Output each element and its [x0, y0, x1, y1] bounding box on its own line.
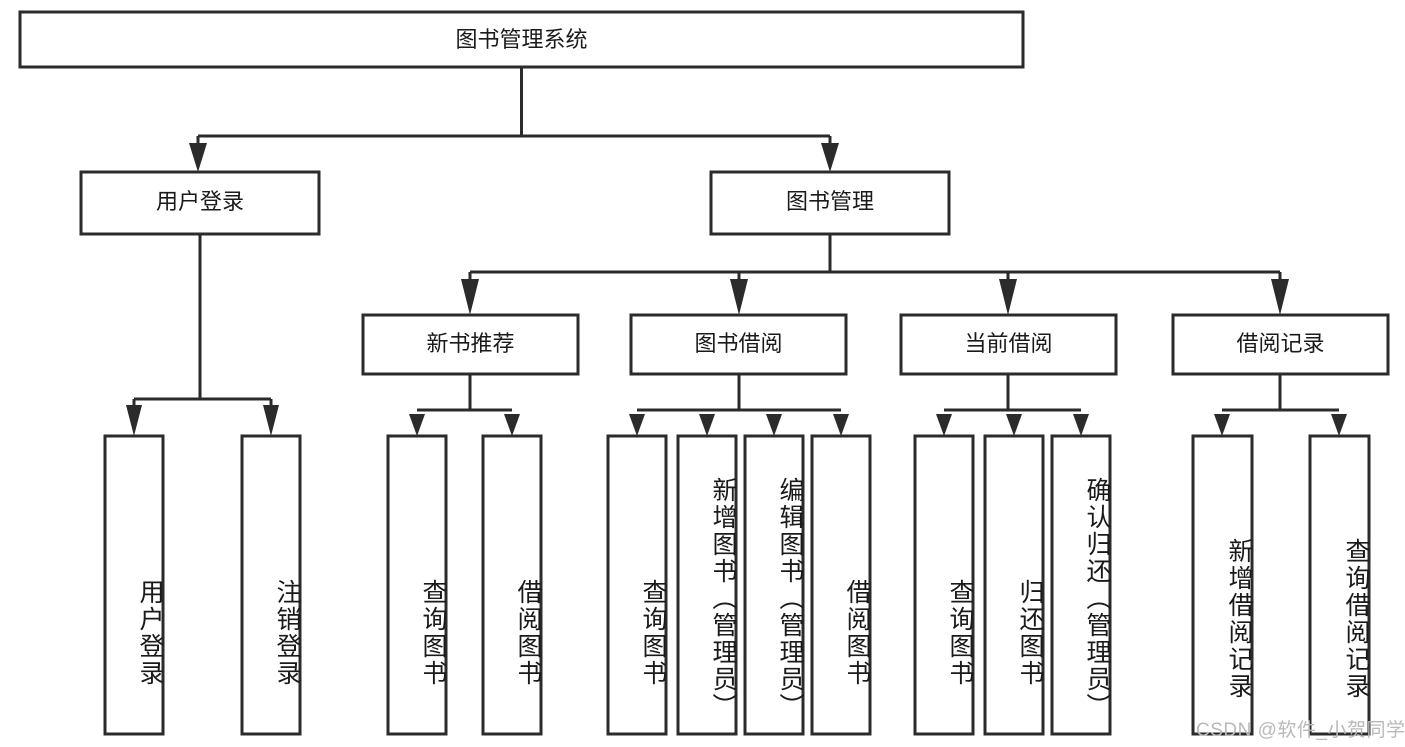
arrowhead-borrowrecord	[1271, 279, 1289, 315]
connectors-root-to-level1	[189, 67, 839, 172]
node-user-login-rect[interactable]	[79, 170, 321, 236]
node-book-manage[interactable]: 图书管理	[709, 170, 951, 236]
connectors-currentborrow-to-leaves	[936, 374, 1089, 436]
leaf-rect-return-book[interactable]	[983, 434, 1045, 736]
leaf-rect-add-book[interactable]	[676, 434, 738, 736]
node-current-borrow[interactable]: 当前借阅	[899, 313, 1118, 376]
node-book-borrow-label: 图书借阅	[694, 331, 782, 356]
node-book-manage-label: 图书管理	[786, 189, 874, 214]
node-user-login-label: 用户登录	[156, 189, 244, 214]
leaf-rect-edit-book[interactable]	[743, 434, 805, 736]
leaf-rect-query-book-cur[interactable]	[913, 434, 975, 736]
node-current-borrow-rect[interactable]	[899, 313, 1118, 376]
node-new-book-recommend-rect[interactable]	[361, 313, 580, 376]
connectors-bookmanage-to-level2	[461, 234, 1289, 315]
node-borrow-record[interactable]: 借阅记录	[1171, 313, 1390, 376]
node-borrow-record-label: 借阅记录	[1236, 331, 1324, 356]
arrowhead-leaf-queryrecord	[1331, 414, 1347, 436]
node-book-borrow-rect[interactable]	[629, 313, 848, 376]
arrowhead-leaf-addbook	[699, 414, 715, 436]
csdn-watermark: CSDN @软件_小贺同学	[1196, 720, 1405, 741]
connectors-newbook-to-leaves	[409, 374, 520, 436]
connectors-userlogin-to-leaves	[126, 234, 279, 436]
connectors-borrowrecord-to-leaves	[1214, 374, 1347, 436]
arrowhead-leaf-borrowbook	[833, 414, 849, 436]
node-user-login[interactable]: 用户登录	[79, 170, 321, 236]
arrowhead-leaf-querybook-rec	[409, 414, 425, 436]
arrowhead-leaf-returnbook	[1006, 414, 1022, 436]
node-root[interactable]: 图书管理系统	[18, 10, 1025, 69]
node-current-borrow-label: 当前借阅	[964, 331, 1052, 356]
leaf-rect-confirm-return[interactable]	[1050, 434, 1112, 736]
leaf-rect-borrow-book-rec[interactable]	[481, 434, 543, 736]
node-new-book-recommend[interactable]: 新书推荐	[361, 313, 580, 376]
arrowhead-leaf-querybook-cur	[936, 414, 952, 436]
arrowhead-leaf-userlogout	[263, 405, 279, 436]
leaf-rect-add-record[interactable]	[1191, 434, 1254, 736]
leaf-rect-user-login[interactable]	[103, 434, 165, 736]
node-root-rect[interactable]	[18, 10, 1025, 69]
arrowhead-leaf-borrowbook-rec	[504, 414, 520, 436]
node-new-book-recommend-label: 新书推荐	[426, 331, 514, 356]
node-borrow-record-rect[interactable]	[1171, 313, 1390, 376]
arrowhead-leaf-querybook-borrow	[629, 414, 645, 436]
leaf-rect-query-book-rec[interactable]	[386, 434, 448, 736]
leaf-rect-borrow-book[interactable]	[810, 434, 872, 736]
node-book-manage-rect[interactable]	[709, 170, 951, 236]
arrowhead-user-login	[189, 143, 207, 172]
arrowhead-currentborrow	[999, 279, 1017, 315]
leaf-rect-query-book-borrow[interactable]	[606, 434, 668, 736]
arrowhead-newbook	[461, 279, 479, 315]
arrowhead-leaf-confirmreturn	[1073, 414, 1089, 436]
leaf-rect-query-record[interactable]	[1308, 434, 1371, 736]
arrowhead-book-manage	[821, 143, 839, 172]
leaf-boxes	[103, 434, 1371, 736]
arrowhead-leaf-editbook	[766, 414, 782, 436]
arrowhead-bookborrow	[730, 279, 748, 315]
connectors-bookborrow-to-leaves	[629, 374, 849, 436]
node-root-label: 图书管理系统	[455, 27, 587, 52]
arrowhead-leaf-addrecord	[1214, 414, 1230, 436]
leaf-rect-user-logout[interactable]	[240, 434, 302, 736]
node-book-borrow[interactable]: 图书借阅	[629, 313, 848, 376]
arrowhead-leaf-userlogin	[126, 405, 142, 436]
